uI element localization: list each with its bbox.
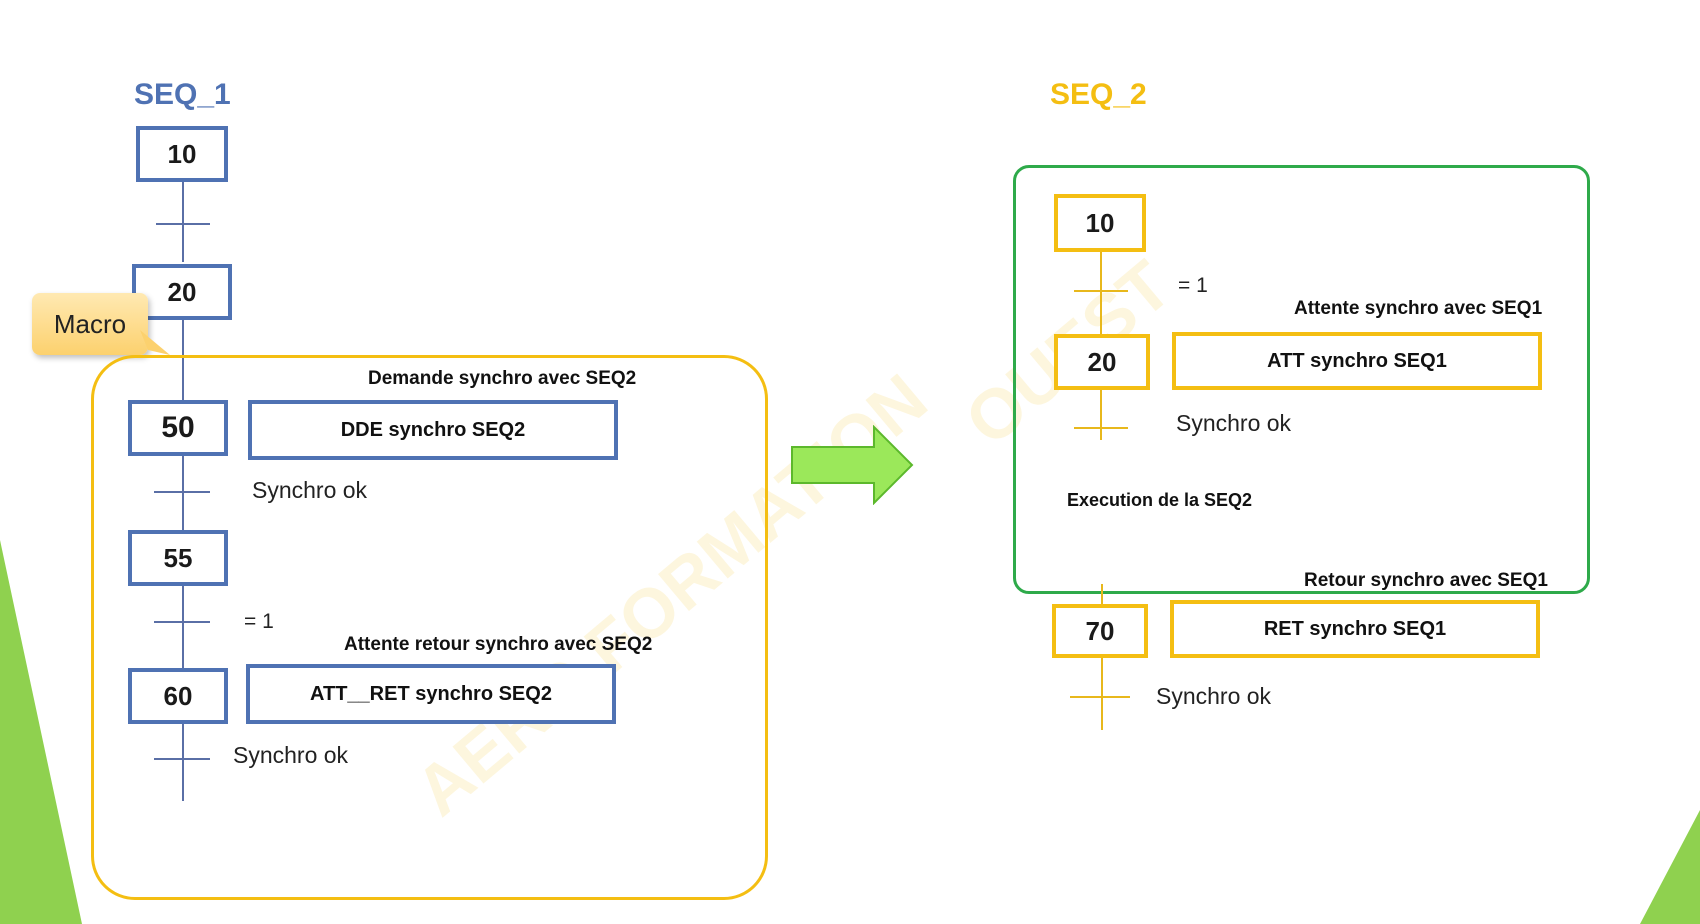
- seq2-attente-label: Attente synchro avec SEQ1: [1294, 298, 1543, 319]
- seq1-link-60-out: [182, 724, 184, 801]
- seq2-link-70-out: [1101, 658, 1103, 730]
- seq2-transition-10: [1074, 290, 1128, 292]
- seq2-action-20: ATT synchro SEQ1: [1172, 332, 1542, 390]
- seq1-link-10-20: [182, 182, 184, 262]
- seq1-action-50: DDE synchro SEQ2: [248, 400, 618, 460]
- seq1-step-60: 60: [128, 668, 228, 724]
- seq1-transition-10: [156, 223, 210, 225]
- left-accent-shape: [0, 540, 82, 924]
- seq1-action-60: ATT__RET synchro SEQ2: [246, 664, 616, 724]
- seq2-synchro-ok-2: Synchro ok: [1156, 683, 1272, 709]
- seq1-transition-50: [154, 491, 210, 493]
- seq2-link-20-out: [1100, 390, 1102, 440]
- seq1-link-55-60: [182, 586, 184, 668]
- seq1-step-50: 50: [128, 400, 228, 456]
- seq2-title: SEQ_2: [1050, 78, 1147, 111]
- callout-pointer: [140, 330, 170, 355]
- transition-arrow-icon: [791, 425, 914, 505]
- seq1-step-20: 20: [132, 264, 232, 320]
- seq1-step-55: 55: [128, 530, 228, 586]
- seq2-step-10: 10: [1054, 194, 1146, 252]
- seq1-step-10: 10: [136, 126, 228, 182]
- seq2-step-20: 20: [1054, 334, 1150, 390]
- right-accent-shape: [1640, 810, 1700, 924]
- seq1-transition-60: [154, 758, 210, 760]
- macro-frame: [91, 355, 768, 900]
- seq2-transition-70: [1070, 696, 1130, 698]
- seq2-action-70: RET synchro SEQ1: [1170, 600, 1540, 658]
- seq2-execution-frame: [1013, 165, 1590, 594]
- seq1-eq1-label: = 1: [244, 610, 274, 633]
- seq1-attente-retour-label: Attente retour synchro avec SEQ2: [344, 634, 653, 655]
- seq2-eq1-label: = 1: [1178, 274, 1208, 297]
- seq1-link-20-50: [182, 320, 184, 400]
- seq2-link-10-20: [1100, 250, 1102, 336]
- seq1-transition-55: [154, 621, 210, 623]
- seq1-synchro-ok-1: Synchro ok: [252, 477, 368, 503]
- seq1-demande-label: Demande synchro avec SEQ2: [368, 368, 637, 389]
- seq2-retour-label: Retour synchro avec SEQ1: [1304, 570, 1548, 591]
- seq2-link-in-70: [1101, 584, 1103, 604]
- seq2-transition-20: [1074, 427, 1128, 429]
- seq1-title: SEQ_1: [134, 78, 231, 111]
- macro-callout: Macro: [32, 293, 148, 355]
- seq2-execution-label: Execution de la SEQ2: [1067, 490, 1253, 510]
- seq1-synchro-ok-2: Synchro ok: [233, 742, 349, 768]
- seq2-synchro-ok-1: Synchro ok: [1176, 410, 1292, 436]
- seq2-step-70: 70: [1052, 604, 1148, 658]
